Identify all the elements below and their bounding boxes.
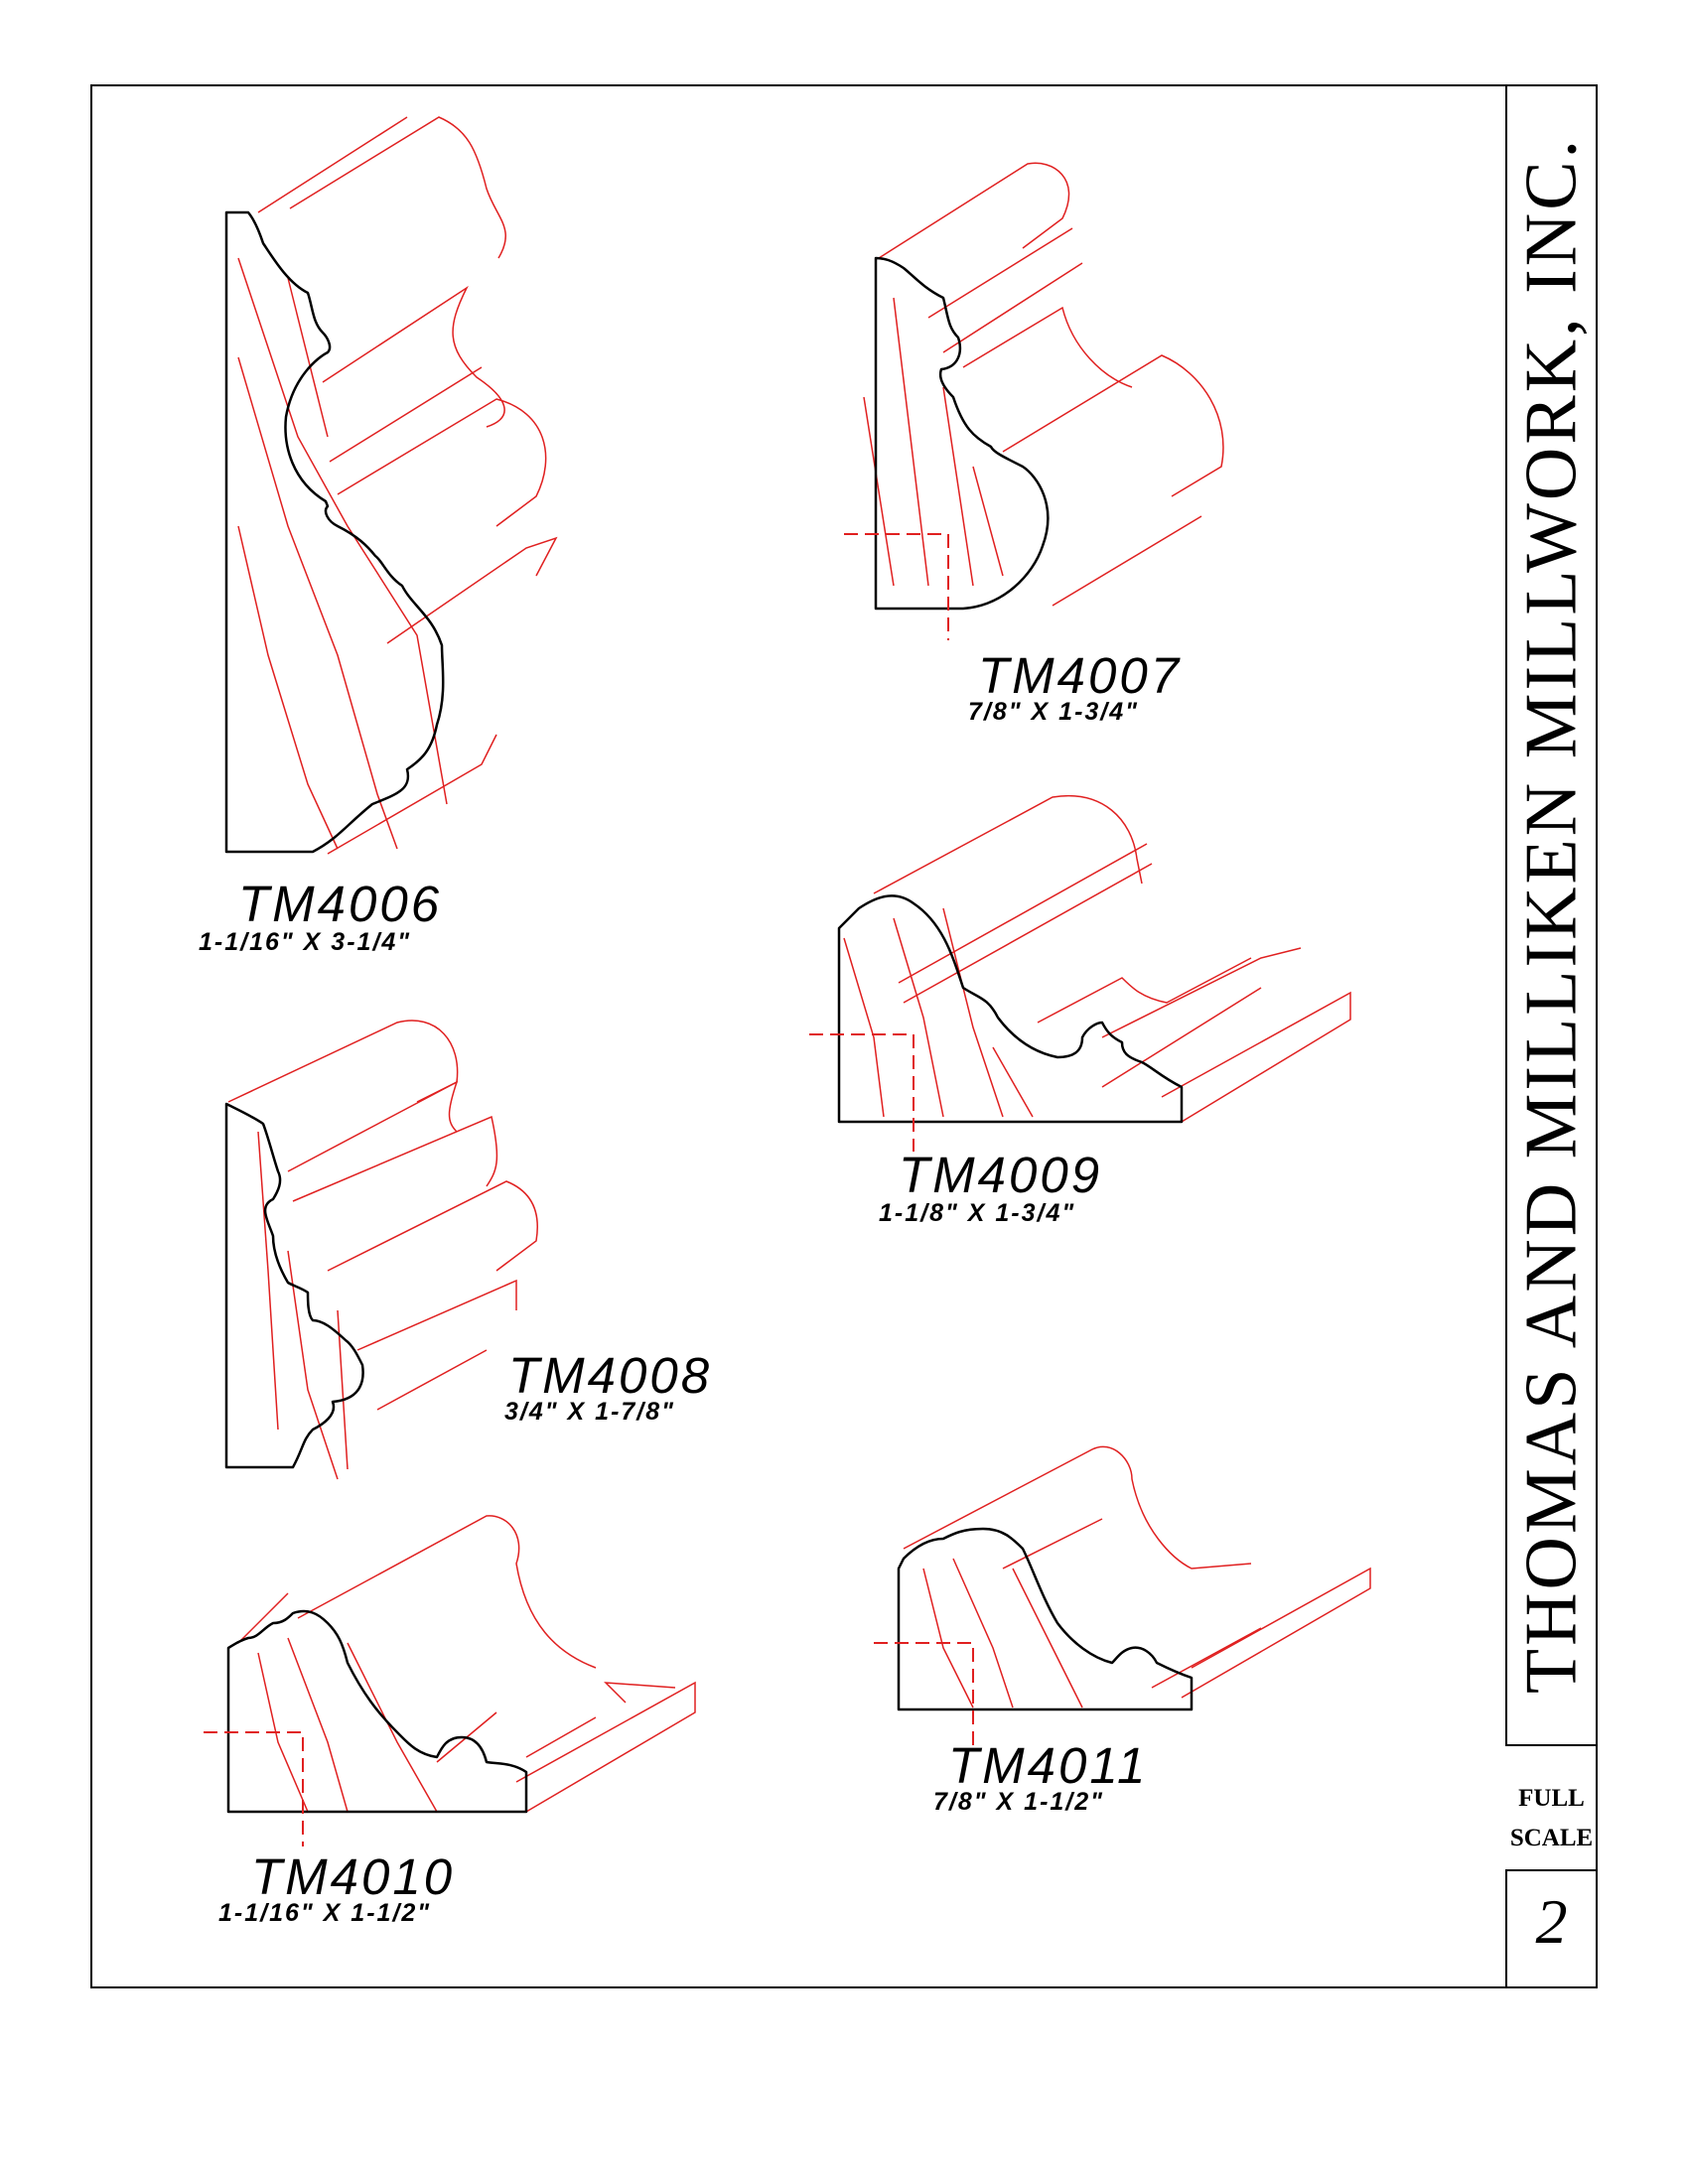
- scale-line-1: FULL: [1518, 1785, 1585, 1812]
- title-block: THOMAS AND MILLIKEN MILLWORK, INC.: [1505, 84, 1598, 1746]
- part-dimensions: 7/8" X 1-1/2": [933, 1788, 1105, 1816]
- page-number-box: 2: [1505, 1869, 1598, 1988]
- profile-tm4008: [224, 1020, 538, 1480]
- part-dimensions: 3/4" X 1-7/8": [504, 1398, 676, 1426]
- profile-tm4009: [809, 795, 1351, 1152]
- company-name: THOMAS AND MILLIKEN MILLWORK, INC.: [1510, 136, 1592, 1695]
- page-number: 2: [1535, 1886, 1568, 1957]
- profile-tm4006: [224, 116, 558, 855]
- part-number: TM4010: [251, 1848, 456, 1905]
- profile-tm4011: [874, 1445, 1371, 1749]
- part-number: TM4009: [899, 1147, 1103, 1203]
- profile-tm4007: [844, 162, 1224, 640]
- part-dimensions: 1-1/16" X 1-1/2": [218, 1899, 432, 1927]
- part-dimensions: 1-1/16" X 3-1/4": [199, 928, 412, 956]
- part-dimensions: 7/8" X 1-3/4": [968, 698, 1140, 726]
- part-dimensions: 1-1/8" X 1-3/4": [879, 1199, 1076, 1227]
- scale-label: FULL SCALE: [1505, 1779, 1598, 1858]
- profile-tm4010: [204, 1515, 696, 1846]
- part-number: TM4006: [238, 876, 443, 932]
- part-number: TM4011: [948, 1737, 1149, 1794]
- part-number: TM4007: [978, 647, 1183, 704]
- part-number: TM4008: [508, 1347, 713, 1404]
- scale-line-2: SCALE: [1509, 1825, 1594, 1851]
